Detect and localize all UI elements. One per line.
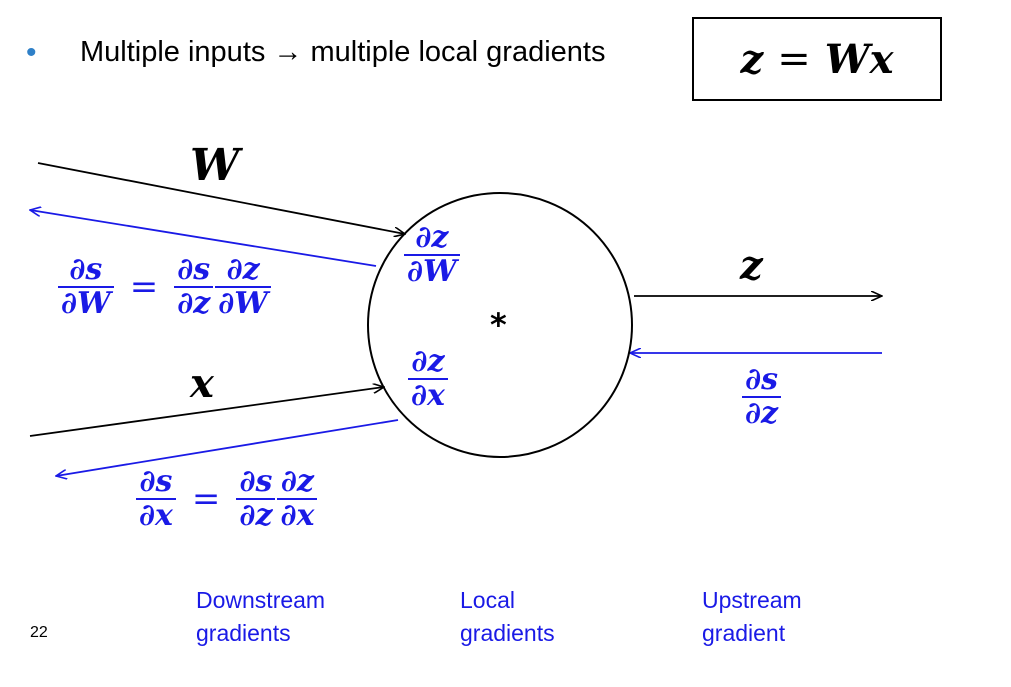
w-input-label: W	[190, 140, 240, 191]
equation-lhs: z	[740, 35, 764, 83]
ds-dx-equals: =	[191, 478, 221, 519]
node-operator: *	[490, 306, 507, 344]
caption-local-line2: gradients	[460, 620, 555, 647]
caption-upstream-line1: Upstream	[702, 587, 802, 613]
local-gradient-dz-dx: ∂z ∂x	[408, 346, 448, 411]
ds-dx-num: ∂s	[139, 464, 173, 499]
downstream-gradient-W: ∂s∂W = ∂s∂z ∂z∂W	[58, 254, 271, 319]
upstream-den: ∂z	[745, 395, 779, 431]
local-dz-dW-num: ∂z	[415, 220, 449, 255]
ds-dW-f1-num: ∂s	[177, 252, 211, 287]
ds-dx-f1-num: ∂s	[239, 464, 273, 499]
equation-equals: =	[777, 36, 811, 82]
bullet-text: Multiple inputs → multiple local gradien…	[80, 36, 606, 68]
downstream-gradient-x: ∂s∂x = ∂s∂z ∂z∂x	[136, 464, 318, 533]
ds-dx-f2-den: ∂x	[280, 497, 315, 533]
x-gradient-arrow	[56, 419, 399, 476]
ds-dW-f2-num: ∂z	[226, 252, 260, 287]
caption-local: Local gradients	[460, 584, 555, 651]
w-gradient-arrow	[30, 210, 377, 267]
page-number: 22	[30, 624, 48, 641]
ds-dW-den: ∂W	[61, 285, 111, 321]
bullet-point: • Multiple inputs → multiple local gradi…	[26, 36, 605, 69]
ds-dW-equals: =	[129, 266, 159, 307]
caption-downstream-line1: Downstream	[196, 587, 326, 613]
equation-rhs-w: W	[824, 35, 870, 83]
w-input-arrow	[37, 162, 405, 234]
z-output-label: z	[740, 242, 763, 289]
local-dz-dW-den: ∂W	[407, 253, 457, 289]
ds-dx-f2-num: ∂z	[280, 464, 314, 499]
upstream-num: ∂s	[745, 362, 778, 397]
caption-local-line1: Local	[460, 587, 515, 613]
bullet-dot-icon: •	[26, 35, 37, 69]
equation-box: z = Wx	[692, 17, 942, 101]
caption-downstream: Downstream gradients	[196, 584, 325, 651]
ds-dW-num: ∂s	[69, 252, 103, 287]
upstream-gradient: ∂s ∂z	[742, 362, 782, 431]
operation-node	[367, 192, 633, 458]
ds-dx-f1-den: ∂z	[239, 497, 273, 533]
local-gradient-dz-dW: ∂z ∂W	[404, 222, 460, 287]
caption-upstream: Upstream gradient	[702, 584, 802, 651]
equation-rhs-x: x	[869, 35, 894, 83]
caption-downstream-line2: gradients	[196, 620, 291, 647]
local-dz-dx-den: ∂x	[411, 377, 445, 413]
x-input-label: x	[190, 360, 214, 407]
ds-dx-den: ∂x	[139, 497, 173, 533]
caption-upstream-line2: gradient	[702, 620, 786, 647]
local-dz-dx-num: ∂z	[411, 344, 445, 379]
ds-dW-f2-den: ∂W	[218, 285, 268, 321]
ds-dW-f1-den: ∂z	[177, 285, 211, 321]
x-input-arrow	[29, 387, 384, 437]
